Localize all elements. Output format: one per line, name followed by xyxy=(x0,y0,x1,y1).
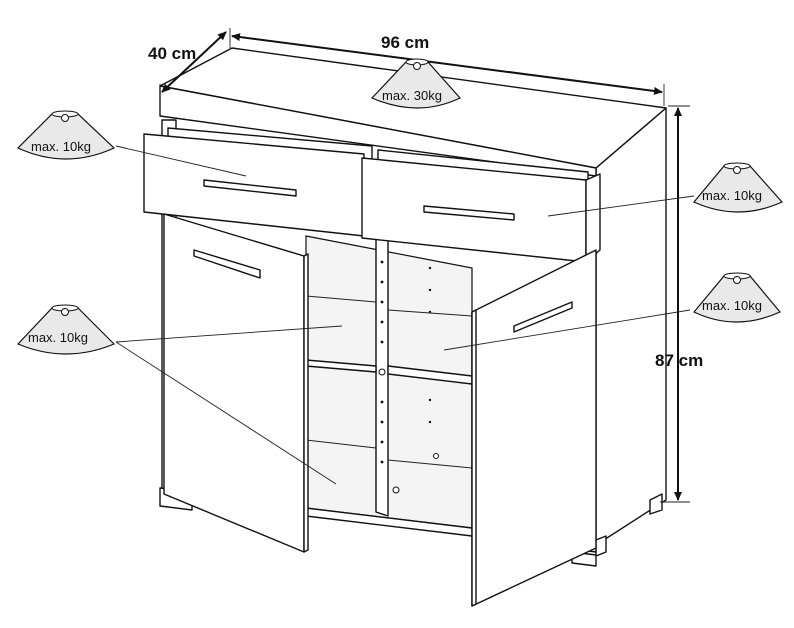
width-label: 96 cm xyxy=(381,33,429,52)
weight-handle-icon xyxy=(61,114,69,122)
weight-top-label: max. 30kg xyxy=(382,88,442,103)
drawer-left xyxy=(143,127,373,237)
depth-label: 40 cm xyxy=(148,44,196,63)
door-left xyxy=(163,213,309,553)
height-label: 87 cm xyxy=(655,351,703,370)
dimension-width: 96 cm xyxy=(229,28,665,106)
drawer-right-handle xyxy=(423,205,515,221)
weight-drawer-right-label: max. 10kg xyxy=(702,188,762,203)
weight-handle-icon xyxy=(733,166,741,174)
weight-drawer-left-label: max. 10kg xyxy=(31,139,91,154)
weight-handle-icon xyxy=(61,308,69,316)
shelf-peg-holes xyxy=(378,260,439,494)
door-right-handle xyxy=(513,301,573,333)
weight-shelf-right: max. 10kg xyxy=(693,272,781,323)
dimension-height: 87 cm xyxy=(655,105,703,503)
door-left-handle xyxy=(193,249,261,279)
door-right xyxy=(471,249,597,607)
weight-top: max. 30kg xyxy=(370,58,461,109)
dimension-depth: 40 cm xyxy=(148,31,227,114)
weight-shelf-right-label: max. 10kg xyxy=(702,298,762,313)
drawer-left-handle xyxy=(203,179,297,197)
drawer-right xyxy=(361,149,601,263)
weight-shelf-left-label: max. 10kg xyxy=(28,330,88,345)
leader-lines xyxy=(115,145,695,485)
weight-drawer-left: max. 10kg xyxy=(16,110,116,160)
weight-handle-icon xyxy=(413,62,421,70)
weight-handle-icon xyxy=(733,276,741,284)
weight-shelf-left: max. 10kg xyxy=(16,304,116,355)
weight-drawer-right: max. 10kg xyxy=(693,162,783,213)
